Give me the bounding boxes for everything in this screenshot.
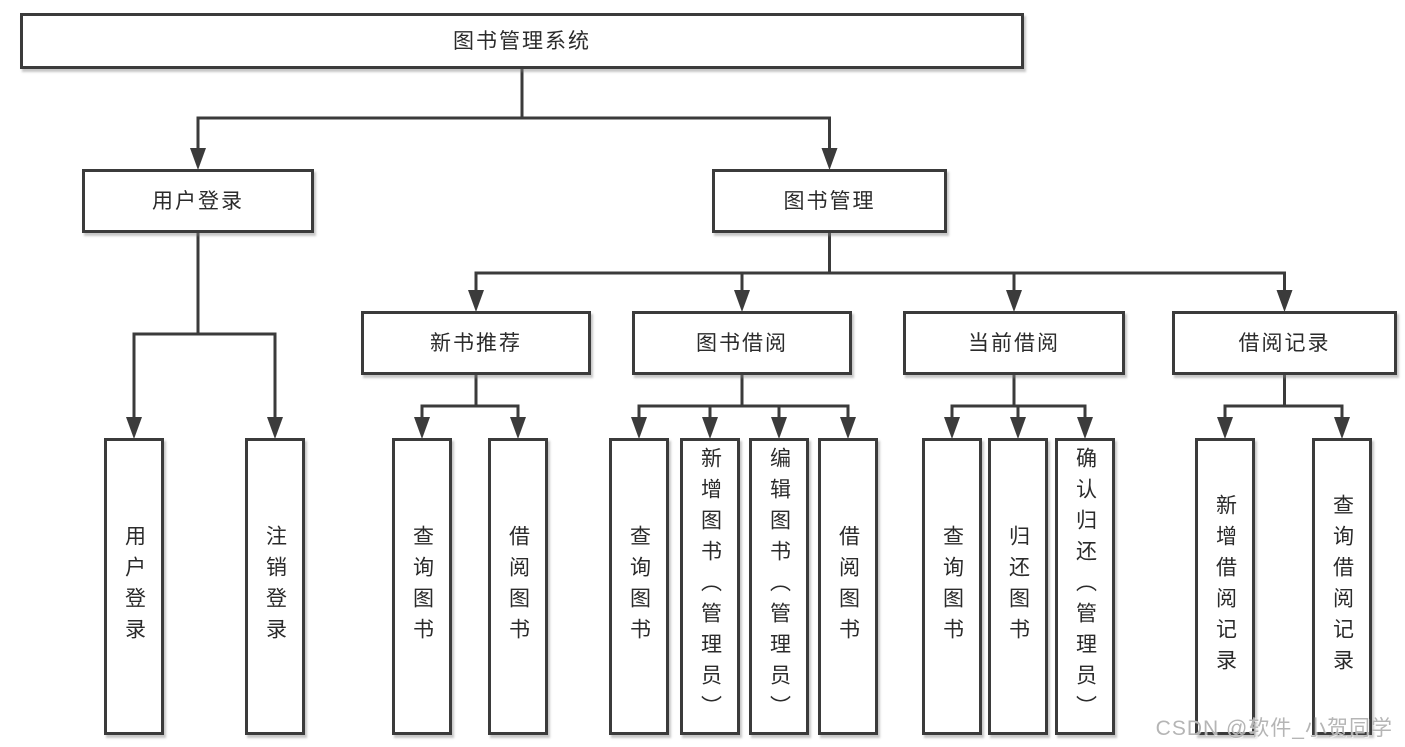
node-book-borrowing: 图书借阅 [632, 311, 852, 375]
node-leaf-query-books-1: 查询图书 [392, 438, 452, 735]
arrowhead-icon [126, 417, 142, 439]
node-label-leaf-return-books: 归还图书 [1006, 524, 1030, 649]
node-leaf-add-borrow-record: 新增借阅记录 [1195, 438, 1255, 735]
node-label-leaf-user-login: 用户登录 [122, 524, 146, 649]
connector-book-borrowing [637, 373, 850, 422]
node-borrowing-records: 借阅记录 [1172, 311, 1397, 375]
arrowhead-icon [1276, 290, 1293, 312]
node-label-borrowing-records: 借阅记录 [1238, 331, 1331, 355]
node-leaf-borrow-books-2: 借阅图书 [818, 438, 878, 735]
node-label-current-borrowing: 当前借阅 [968, 331, 1060, 355]
arrowhead-icon [468, 290, 484, 312]
node-label-book-management: 图书管理 [783, 189, 876, 213]
arrowhead-icon [1010, 417, 1026, 439]
connector-system [196, 67, 831, 153]
arrowhead-icon [702, 417, 718, 439]
node-label-leaf-add-borrow-record: 新增借阅记录 [1213, 493, 1237, 680]
arrowhead-icon [267, 417, 283, 439]
connector-borrowing-records [1223, 373, 1344, 422]
arrowhead-icon [1006, 290, 1022, 312]
node-leaf-user-login: 用户登录 [104, 438, 164, 735]
node-label-leaf-query-books-3: 查询图书 [940, 524, 964, 649]
node-label-leaf-query-books-2: 查询图书 [627, 524, 651, 649]
node-leaf-return-books: 归还图书 [988, 438, 1048, 735]
connector-current-borrowing [950, 373, 1087, 422]
arrowhead-icon [1077, 417, 1093, 439]
node-system: 图书管理系统 [20, 13, 1024, 69]
node-label-leaf-logout: 注销登录 [263, 524, 287, 649]
arrowhead-icon [1217, 417, 1233, 439]
arrowhead-icon [414, 417, 430, 439]
connector-user-login [132, 231, 277, 422]
node-leaf-confirm-return: 确认归还（管理员） [1055, 438, 1115, 735]
watermark-text: CSDN @软件_小贺同学 [1155, 717, 1393, 740]
arrowhead-icon [190, 148, 206, 170]
node-user-login: 用户登录 [82, 169, 314, 233]
node-leaf-borrow-books-1: 借阅图书 [488, 438, 548, 735]
node-leaf-query-books-3: 查询图书 [922, 438, 982, 735]
node-label-leaf-borrow-books-1: 借阅图书 [506, 524, 530, 649]
connector-book-management [474, 231, 1286, 295]
node-label-system: 图书管理系统 [453, 29, 591, 53]
node-label-user-login: 用户登录 [152, 189, 244, 213]
node-leaf-logout: 注销登录 [245, 438, 305, 735]
arrowhead-icon [771, 417, 787, 439]
node-label-new-book-recommend: 新书推荐 [430, 331, 522, 355]
node-label-book-borrowing: 图书借阅 [696, 331, 788, 355]
node-current-borrowing: 当前借阅 [903, 311, 1125, 375]
connector-new-book-recommend [420, 373, 520, 422]
node-label-leaf-query-books-1: 查询图书 [410, 524, 434, 649]
arrowhead-icon [840, 417, 856, 439]
arrowhead-icon [821, 148, 838, 170]
node-new-book-recommend: 新书推荐 [361, 311, 591, 375]
arrowhead-icon [1334, 417, 1350, 439]
node-leaf-query-books-2: 查询图书 [609, 438, 669, 735]
node-book-management: 图书管理 [712, 169, 947, 233]
arrowhead-icon [734, 290, 750, 312]
node-label-leaf-query-borrow-record: 查询借阅记录 [1330, 493, 1354, 680]
node-label-leaf-confirm-return: 确认归还（管理员） [1073, 447, 1097, 726]
node-leaf-add-books: 新增图书（管理员） [680, 438, 740, 735]
arrowhead-icon [944, 417, 960, 439]
node-label-leaf-edit-books: 编辑图书（管理员） [767, 447, 791, 726]
node-label-leaf-add-books: 新增图书（管理员） [698, 447, 722, 726]
node-leaf-query-borrow-record: 查询借阅记录 [1312, 438, 1372, 735]
arrowhead-icon [631, 417, 647, 439]
node-label-leaf-borrow-books-2: 借阅图书 [836, 524, 860, 649]
node-leaf-edit-books: 编辑图书（管理员） [749, 438, 809, 735]
arrowhead-icon [510, 417, 526, 439]
